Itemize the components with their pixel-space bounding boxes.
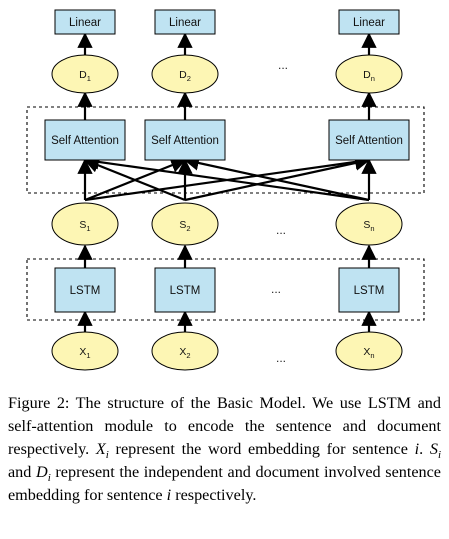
- svg-text:Dn: Dn: [363, 69, 375, 83]
- linear-box-n: Linear: [338, 9, 400, 35]
- x-node-n: Xn: [335, 331, 403, 371]
- arrow-sn-sa1: [83, 154, 370, 202]
- self-attention-box-n: Self Attention: [328, 119, 410, 161]
- svg-text:D1: D1: [79, 69, 91, 83]
- d-node-sub: 1: [87, 74, 91, 83]
- s-node-1: S1: [51, 202, 119, 246]
- d-node-base: D: [79, 69, 87, 81]
- s-node-base: S: [363, 219, 370, 231]
- self-attention-box-2: Self Attention: [144, 119, 226, 161]
- arrow-s2-sa1: [83, 157, 186, 202]
- s-node-sub: 1: [86, 224, 90, 233]
- model-architecture-diagram: Linear Linear Linear D1 D2 Dn ... Self A…: [26, 9, 425, 371]
- x-node-sub: 2: [186, 351, 190, 360]
- d-node-2: D2: [151, 54, 219, 94]
- self-attention-group-border: [26, 106, 425, 194]
- lstm-box-2: LSTM: [154, 267, 216, 313]
- ellipsis-lstm-row: ...: [271, 282, 281, 296]
- linear-label: Linear: [69, 17, 101, 29]
- d-node-sub: n: [371, 74, 375, 83]
- figure-caption: Figure 2: The structure of the Basic Mod…: [8, 392, 441, 507]
- linear-box-1: Linear: [54, 9, 116, 35]
- svg-text:Xn: Xn: [363, 346, 374, 360]
- s-node-sub: n: [370, 224, 374, 233]
- lstm-label: LSTM: [354, 285, 385, 297]
- caption-text: and: [8, 463, 37, 481]
- s-node-base: S: [179, 219, 186, 231]
- ellipsis-d-row: ...: [278, 58, 288, 72]
- lstm-group-border: [26, 258, 425, 321]
- caption-var-x: Xi: [95, 440, 109, 462]
- lstm-label: LSTM: [70, 285, 101, 297]
- x-node-sub: 1: [86, 351, 90, 360]
- x-node-base: X: [79, 346, 86, 358]
- x-node-2: X2: [151, 331, 219, 371]
- arrow-sn-sa2: [183, 155, 370, 202]
- lstm-box-n: LSTM: [338, 267, 400, 313]
- x-node-sub: n: [370, 351, 374, 360]
- x-node-base: X: [363, 346, 370, 358]
- caption-var-d: Di: [36, 463, 51, 485]
- self-attention-label: Self Attention: [151, 135, 219, 147]
- caption-text: respectively.: [171, 486, 257, 504]
- linear-box-2: Linear: [154, 9, 216, 35]
- linear-label: Linear: [169, 17, 201, 29]
- self-attention-label: Self Attention: [51, 135, 119, 147]
- caption-var-i: i: [414, 440, 420, 458]
- s-node-n: Sn: [335, 202, 403, 246]
- d-node-base: D: [179, 69, 187, 81]
- s-node-base: S: [79, 219, 86, 231]
- s-node-2: S2: [151, 202, 219, 246]
- d-node-sub: 2: [187, 74, 191, 83]
- s-node-sub: 2: [186, 224, 190, 233]
- x-node-base: X: [179, 346, 186, 358]
- caption-text: represent the word embedding for sentenc…: [108, 440, 415, 458]
- svg-text:X1: X1: [79, 346, 90, 360]
- svg-text:Sn: Sn: [363, 219, 374, 233]
- svg-text:S1: S1: [79, 219, 90, 233]
- svg-text:X2: X2: [179, 346, 190, 360]
- d-node-base: D: [363, 69, 371, 81]
- svg-text:D2: D2: [179, 69, 191, 83]
- caption-var-i: i: [166, 486, 172, 504]
- d-node-n: Dn: [335, 54, 403, 94]
- ellipsis-x-row: ...: [276, 351, 286, 365]
- lstm-label: LSTM: [170, 285, 201, 297]
- ellipsis-s-row: ...: [276, 223, 286, 237]
- self-attention-box-1: Self Attention: [44, 119, 126, 161]
- linear-label: Linear: [353, 17, 385, 29]
- d-node-1: D1: [51, 54, 119, 94]
- self-attention-label: Self Attention: [335, 135, 403, 147]
- caption-text: Figure 2: The structure of the Basic Mod…: [8, 394, 441, 458]
- lstm-box-1: LSTM: [54, 267, 116, 313]
- caption-text: represent the independent and document i…: [8, 463, 441, 504]
- x-node-1: X1: [51, 331, 119, 371]
- svg-text:S2: S2: [179, 219, 190, 233]
- caption-text: .: [419, 440, 430, 458]
- caption-var-s: Si: [429, 440, 442, 462]
